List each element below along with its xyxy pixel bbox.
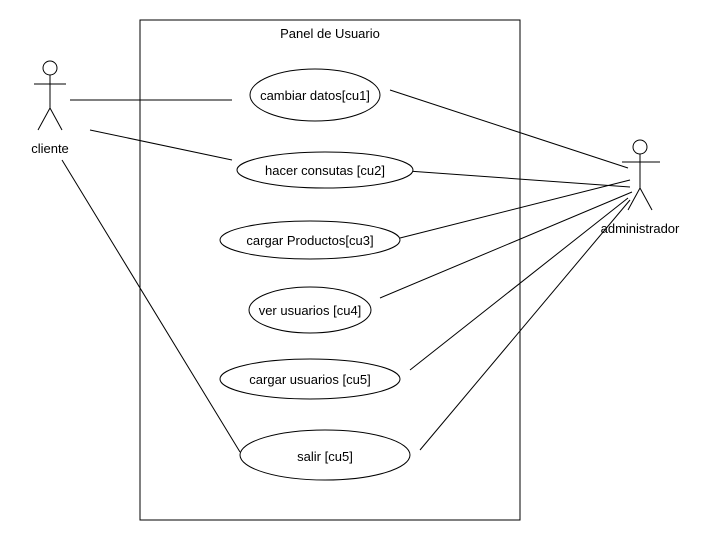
association-administrador-cu3 [399,179,631,239]
use-case-cu3[interactable]: cargar Productos[cu3] [219,220,401,260]
actor-cliente-label: cliente [31,141,69,156]
actor-administrador[interactable] [622,139,660,211]
association-administrador-cu1 [389,89,629,169]
actor-left-leg [37,107,51,131]
association-cliente-cu2 [89,129,233,161]
use-case-label: cargar usuarios [cu5] [249,372,370,387]
use-case-cu5b[interactable]: salir [cu5] [239,429,411,481]
actor-head [42,60,58,76]
use-case-label: salir [cu5] [297,449,353,464]
use-case-cu1[interactable]: cambiar datos[cu1] [249,68,381,122]
use-case-ellipse [249,68,381,122]
actor-cliente[interactable] [34,60,66,131]
actor-administrador-label: administrador [601,221,680,236]
association-administrador-cu4 [379,191,633,299]
use-case-cu2[interactable]: hacer consutas [cu2] [236,151,414,189]
use-case-cu5a[interactable]: cargar usuarios [cu5] [219,358,401,400]
actor-head [632,139,648,155]
use-case-ellipse [219,220,401,260]
use-case-label: hacer consutas [cu2] [265,163,385,178]
system-boundary [139,19,521,521]
use-case-label: cambiar datos[cu1] [260,88,370,103]
actor-left-leg [627,187,641,211]
actor-right-leg [49,107,63,131]
association-cliente-cu5b [61,159,241,453]
use-case-cu4[interactable]: ver usuarios [cu4] [248,286,372,334]
use-case-ellipse [239,429,411,481]
use-case-label: cargar Productos[cu3] [246,233,373,248]
associations [61,89,633,453]
use-case-ellipse [219,358,401,400]
use-case-ellipse [248,286,372,334]
association-administrador-cu5a [409,197,629,371]
actor-right-leg [639,187,653,211]
association-administrador-cu2 [407,170,631,188]
use-case-label: ver usuarios [cu4] [259,303,362,318]
association-administrador-cu5b [419,199,631,451]
system-title: Panel de Usuario [280,26,380,41]
use-case-ellipse [236,151,414,189]
